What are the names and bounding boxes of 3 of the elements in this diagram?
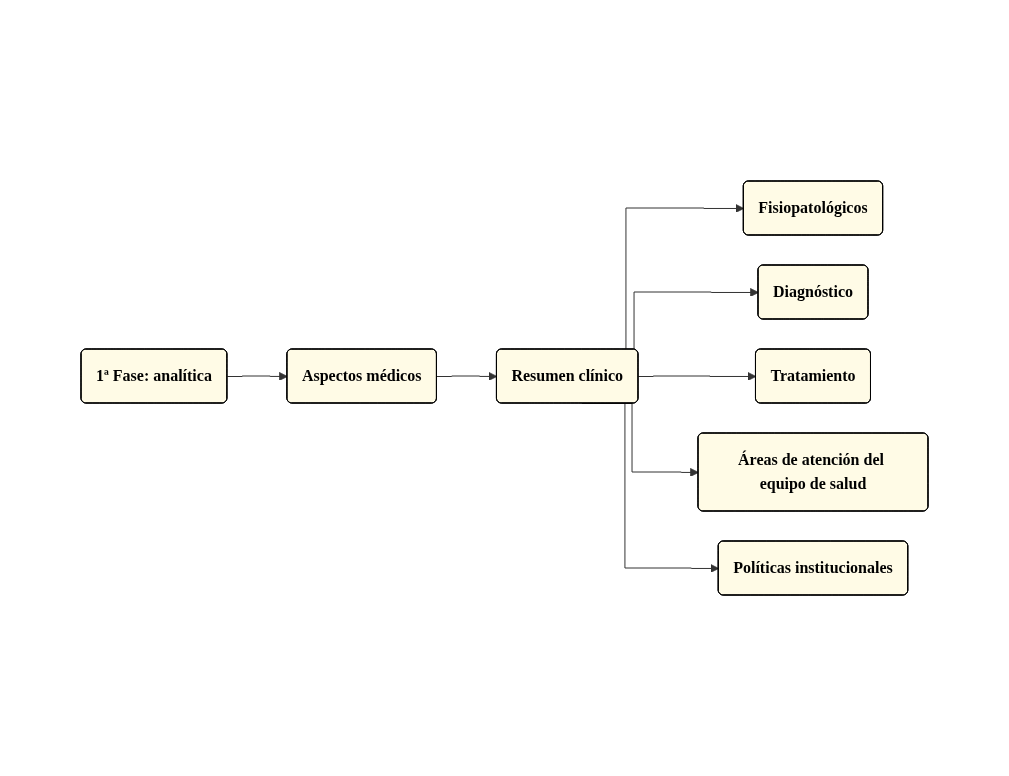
arrow [226, 372, 288, 381]
arrow [436, 372, 498, 381]
arrow [638, 372, 757, 381]
